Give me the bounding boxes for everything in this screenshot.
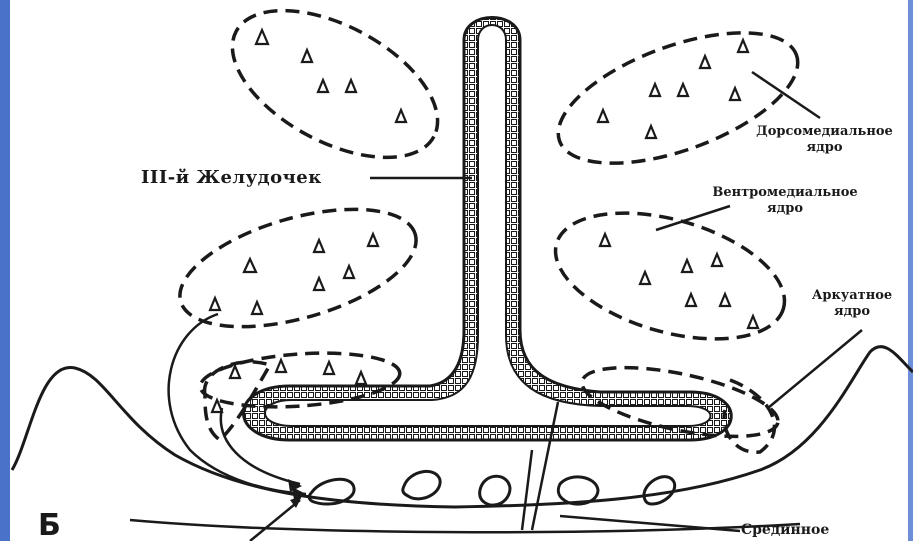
label-ventromedial-line2: ядро [680,201,890,217]
neuron-icon [314,278,324,290]
label-third-ventricle: III-й Желудочек [141,167,322,188]
label-arcuate-line2: ядро [797,304,907,320]
label-ventromedial-nucleus: Вентромедиальное ядро [680,185,890,217]
neuron-icon [738,40,748,52]
label-ventromedial-line1: Вентромедиальное [680,185,890,201]
nucleus-upper-left [209,0,461,188]
panel-letter: Б [38,508,61,543]
neuron-icon [368,234,378,246]
neuron-icon [600,234,610,246]
neuron-icon [324,362,334,374]
axon-arrow-lower [250,500,300,541]
neuron-icon [344,266,354,278]
neuron-icon [686,294,696,306]
neuron-icon [252,302,262,314]
neuron-icon [396,110,406,122]
capillary-loop-icon [558,477,598,504]
neuron-icon [244,259,256,272]
capillary-loop-icon [644,477,675,504]
leader-arcuate [768,330,862,408]
nucleus-dorsomedial [542,6,814,190]
label-arcuate-nucleus: Аркуатное ядро [797,288,907,320]
neuron-icon [318,80,328,92]
neuron-icon [346,80,356,92]
neuron-icon [640,272,650,284]
neuron-icon [720,294,730,306]
label-median-eminence: Срединное [741,522,829,538]
capillary-loop-icon [403,471,440,498]
capillary-loop-icon [480,476,510,505]
label-dorsomedial-line2: ядро [736,140,913,156]
neuron-icon [646,126,656,138]
neuron-icon [650,84,660,96]
neuron-icon [256,30,268,44]
neuron-icon [682,260,692,272]
label-dorsomedial-line1: Дорсомедиальное [736,124,913,140]
neuron-icon [712,254,722,266]
neuron-icon [302,50,312,62]
label-arcuate-line1: Аркуатное [797,288,907,304]
neuron-icon [230,366,240,378]
neuron-icon [598,110,608,122]
neuron-icon [314,240,324,252]
neuron-icon [700,56,710,68]
leader-median-3 [560,516,740,531]
neuron-icon [730,88,740,100]
nucleus-middle-left [167,186,429,349]
neuron-icon [276,360,286,372]
label-dorsomedial-nucleus: Дорсомедиальное ядро [736,124,913,156]
neuron-icon [678,84,688,96]
leader-median-1 [522,450,532,530]
neuron-icon [210,298,220,310]
neuron-icon [356,372,366,384]
median-eminence-base [130,520,800,532]
neuron-icon [748,316,758,328]
